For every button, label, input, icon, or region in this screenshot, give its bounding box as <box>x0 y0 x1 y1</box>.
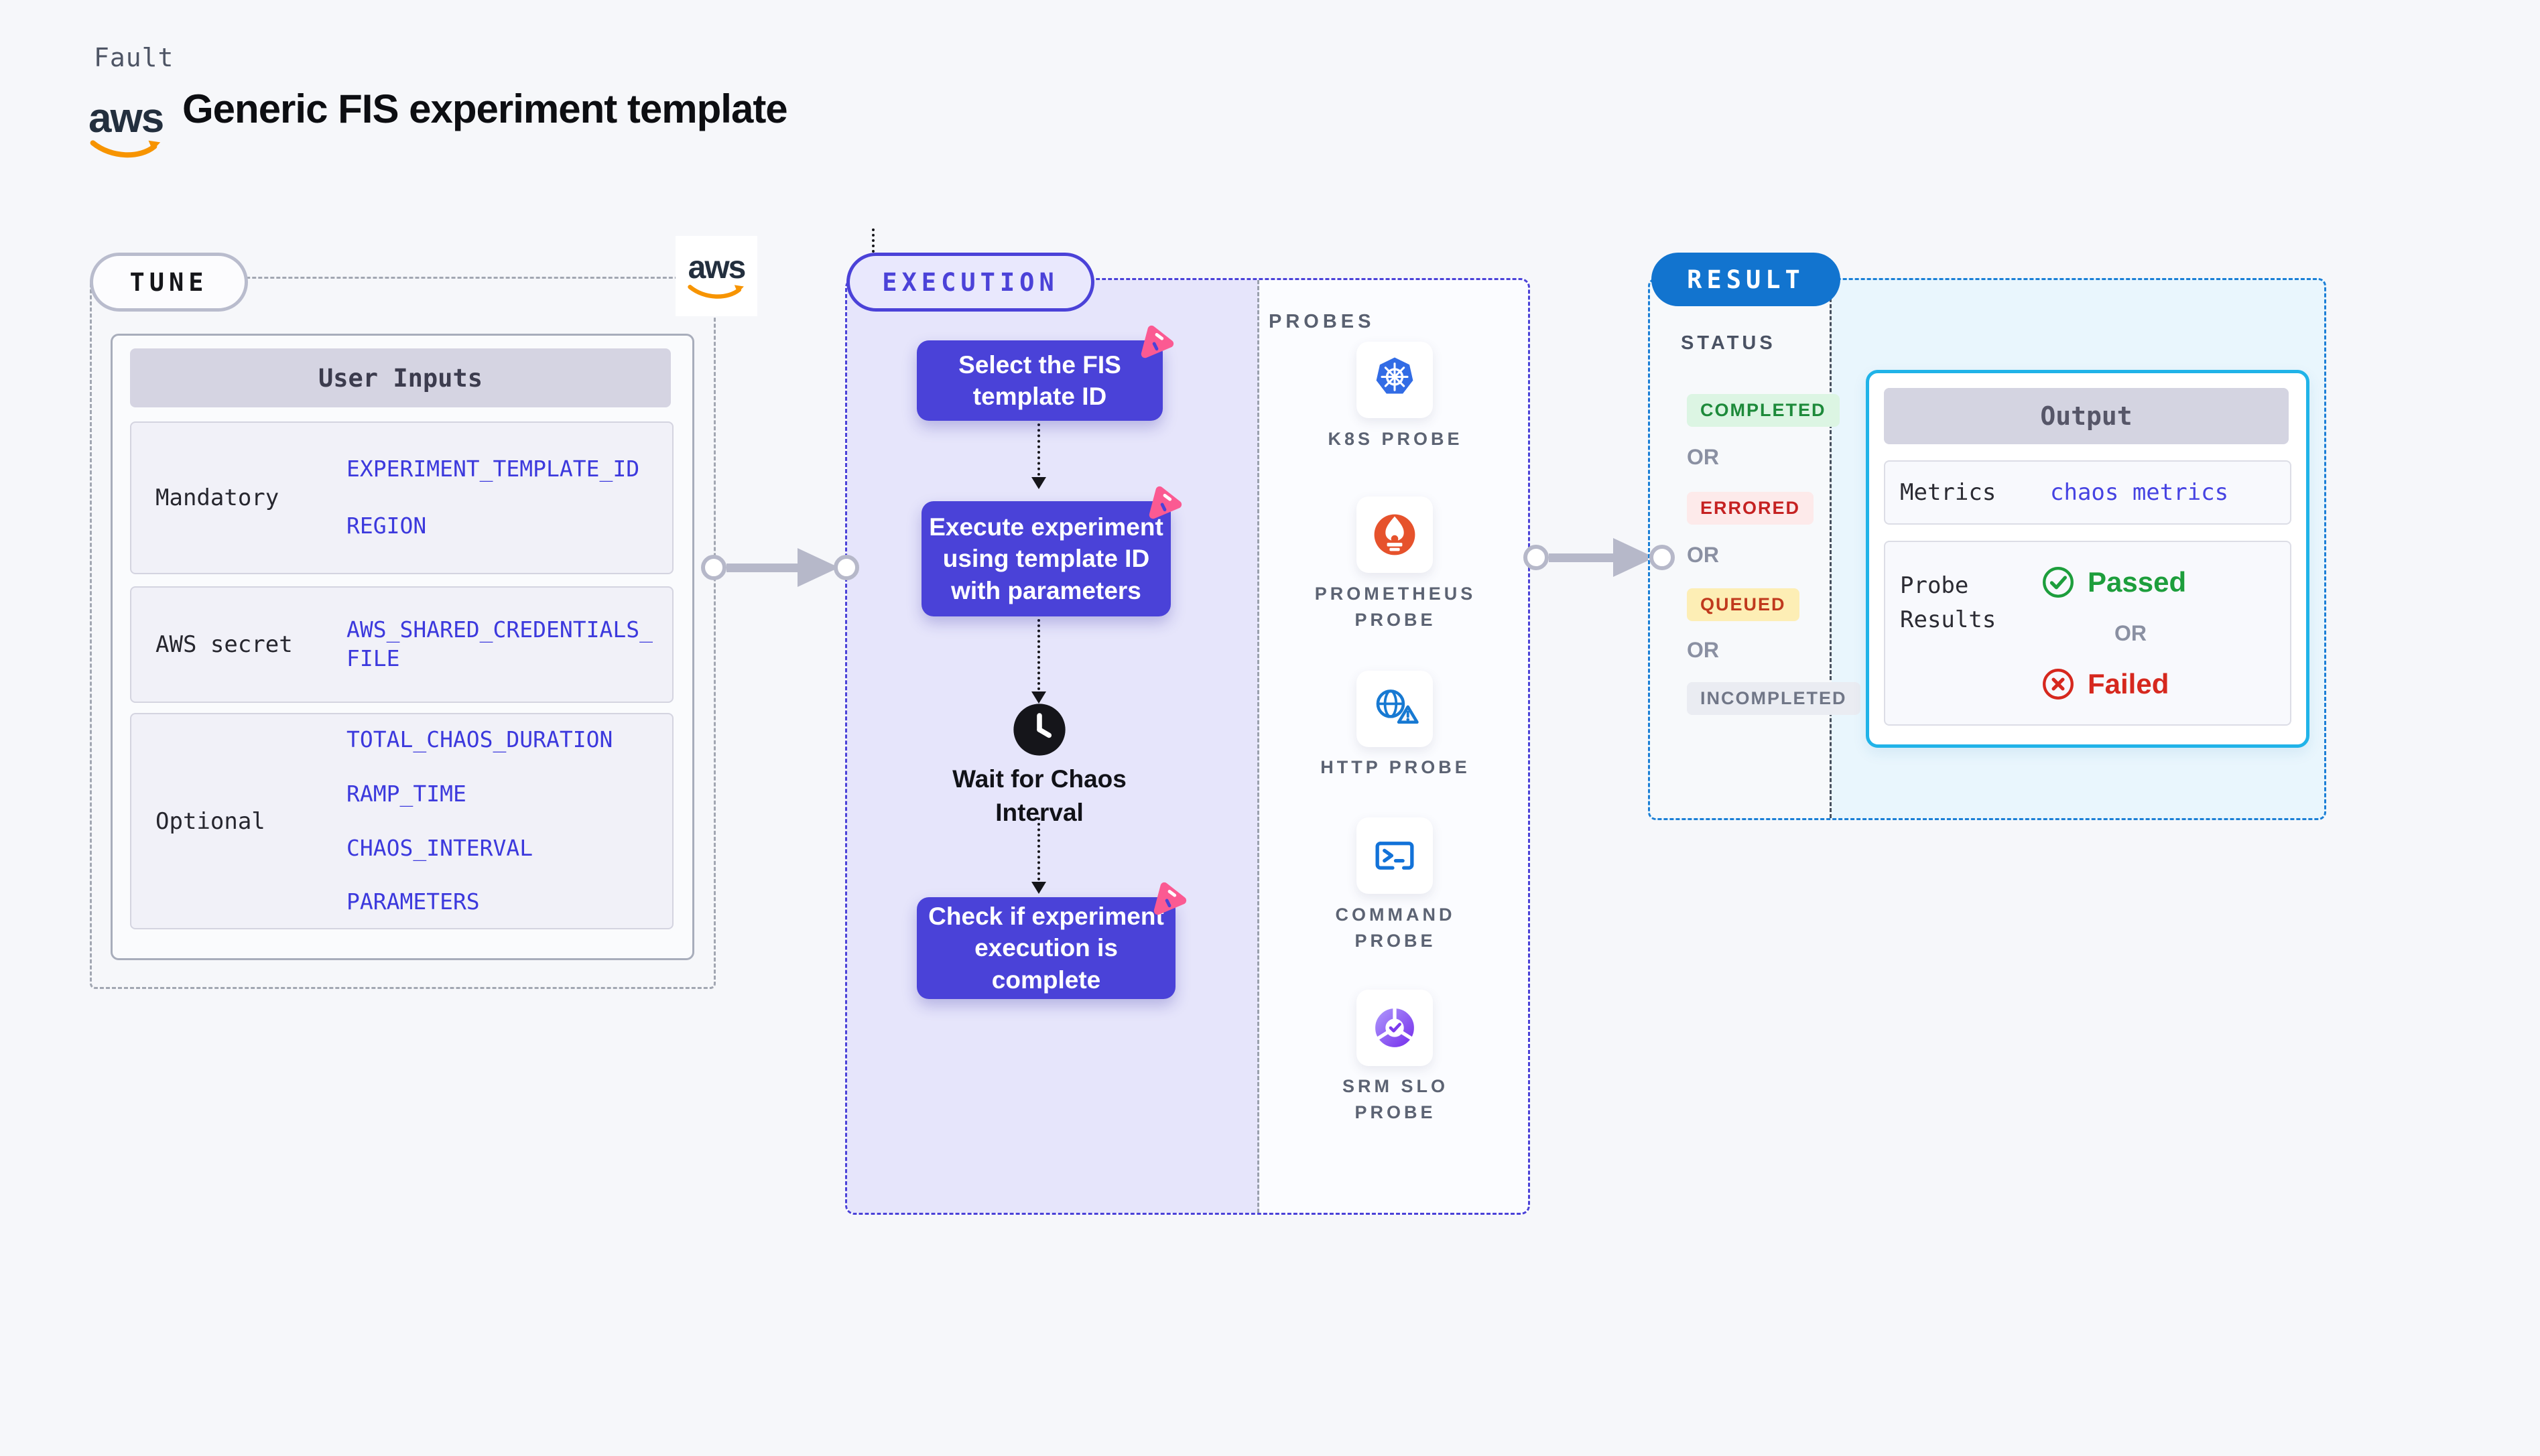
aws-logo-text: aws <box>688 250 747 285</box>
prometheus-icon <box>1374 514 1415 555</box>
or-label: OR <box>1687 543 1719 567</box>
table-row-optional: Optional TOTAL_CHAOS_DURATION RAMP_TIME … <box>130 713 674 929</box>
aws-corner-logo: aws <box>676 236 757 316</box>
step-label: Execute experiment using template ID wit… <box>929 513 1163 604</box>
dotted-connector <box>1037 619 1040 690</box>
probe-card <box>1356 342 1433 418</box>
tune-badge: TUNE <box>90 253 248 312</box>
dotted-connector <box>1037 423 1040 476</box>
row-value: CHAOS_INTERVAL <box>346 834 533 861</box>
row-values: AWS_SHARED_CREDENTIALS_FILE <box>346 588 656 702</box>
output-card: Output Metrics chaos metrics Probe Resul… <box>1866 370 2309 748</box>
metrics-row: Metrics chaos metrics <box>1884 460 2291 525</box>
passed-check-icon <box>2043 567 2074 598</box>
flow-arrow-probes-to-result <box>1523 537 1675 578</box>
row-values: TOTAL_CHAOS_DURATION RAMP_TIME CHAOS_INT… <box>346 714 656 928</box>
arrowhead <box>1031 477 1046 489</box>
row-value: AWS_SHARED_CREDENTIALS_FILE <box>346 616 653 671</box>
step-label: Check if experiment execution is complet… <box>928 902 1164 994</box>
pink-burst-icon <box>1153 882 1187 915</box>
table-row-mandatory: Mandatory EXPERIMENT_TEMPLATE_ID REGION <box>130 421 674 574</box>
row-label: Optional <box>155 807 265 835</box>
probe-card <box>1356 990 1433 1066</box>
step-label: Select the FIS template ID <box>958 350 1121 410</box>
or-label: OR <box>2114 621 2147 645</box>
arrow-start-node <box>701 555 726 580</box>
table-row-aws-secret: AWS secret AWS_SHARED_CREDENTIALS_FILE <box>130 586 674 703</box>
probe-label: COMMAND PROBE <box>1335 905 1456 951</box>
output-header: Output <box>1884 388 2289 444</box>
arrow-start-node <box>1523 545 1549 570</box>
passed-row: Passed <box>2041 565 2186 600</box>
probe-card <box>1356 671 1433 747</box>
or-label: OR <box>1687 445 1719 469</box>
command-probe-icon <box>1375 842 1414 870</box>
metrics-label: Metrics <box>1900 479 1996 506</box>
probe-results-row: Probe Results Passed OR Failed <box>1884 541 2291 726</box>
status-badge-queued: QUEUED <box>1687 588 1799 621</box>
aws-logo-text: aws <box>88 95 164 141</box>
row-values: EXPERIMENT_TEMPLATE_ID REGION <box>346 423 656 573</box>
step-box-check-complete: Check if experiment execution is complet… <box>917 882 1187 999</box>
arrowhead <box>1031 882 1046 894</box>
row-label: AWS secret <box>155 631 293 658</box>
row-value: RAMP_TIME <box>346 780 466 807</box>
probes-label: PROBES <box>1269 311 1375 332</box>
arrow-end-node <box>1649 545 1675 570</box>
execution-badge: EXECUTION <box>846 253 1094 312</box>
probe-results-label: Probe Results <box>1900 572 1996 633</box>
probe-card <box>1356 497 1433 573</box>
row-label: Mandatory <box>155 484 279 511</box>
passed-label: Passed <box>2088 566 2187 598</box>
row-value: REGION <box>346 513 427 539</box>
failed-x-icon <box>2043 669 2074 700</box>
arrow-end-node <box>834 555 859 580</box>
failed-row: Failed <box>2041 667 2169 702</box>
probe-label: K8S PROBE <box>1328 429 1463 449</box>
dotted-connector <box>1037 817 1040 880</box>
aws-smile-swoosh <box>90 140 160 158</box>
status-badge-errored: ERRORED <box>1687 492 1814 525</box>
step-box-execute-experiment: Execute experiment using template ID wit… <box>922 486 1182 616</box>
aws-logo: aws <box>88 95 164 159</box>
clock-icon <box>1013 704 1066 756</box>
srm-slo-icon <box>1374 1006 1415 1047</box>
metrics-value: chaos metrics <box>2050 479 2229 506</box>
http-probe-icon <box>1376 689 1419 724</box>
table-header: User Inputs <box>130 348 671 407</box>
failed-label: Failed <box>2088 668 2169 700</box>
dotted-connector <box>872 228 875 253</box>
arrowhead <box>1031 691 1046 704</box>
page-title: Generic FIS experiment template <box>182 86 788 131</box>
probe-label: HTTP PROBE <box>1320 757 1470 777</box>
status-column <box>1650 280 1832 818</box>
row-value: TOTAL_CHAOS_DURATION <box>346 726 613 752</box>
pink-burst-icon <box>1141 325 1174 358</box>
probe-card <box>1356 817 1433 894</box>
result-badge: RESULT <box>1651 253 1840 306</box>
flow-arrow-tune-to-execution <box>701 547 859 588</box>
pink-burst-icon <box>1149 486 1182 519</box>
status-heading: STATUS <box>1681 332 1776 354</box>
brand-label: Fault <box>94 43 174 72</box>
probe-label: PROMETHEUS PROBE <box>1314 584 1476 631</box>
tune-panel <box>90 277 716 989</box>
aws-smile-swoosh <box>688 285 744 299</box>
status-badge-incompleted: INCOMPLETED <box>1687 682 1860 715</box>
row-value: EXPERIMENT_TEMPLATE_ID <box>346 456 640 482</box>
row-value: PARAMETERS <box>346 888 480 915</box>
status-badge-completed: COMPLETED <box>1687 394 1840 427</box>
step-box-select-template: Select the FIS template ID <box>917 325 1174 421</box>
or-label: OR <box>1687 638 1719 662</box>
probe-label: SRM SLO PROBE <box>1342 1076 1448 1123</box>
kubernetes-icon <box>1376 357 1413 394</box>
